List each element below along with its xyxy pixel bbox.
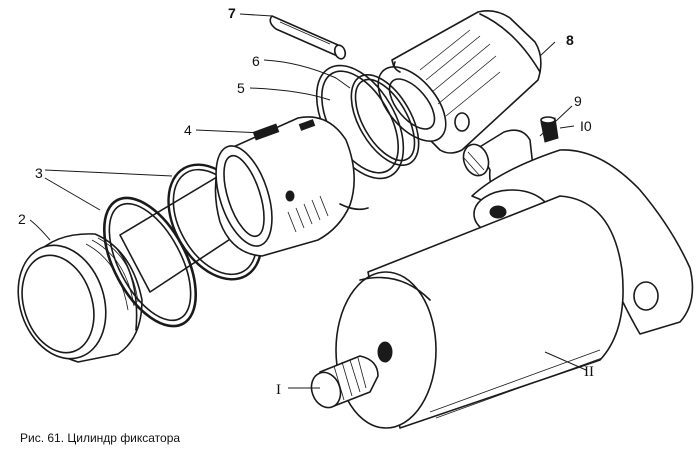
straight-fitting-part-1 — [310, 355, 379, 409]
callout-1: I — [276, 382, 281, 398]
leader-lines — [29, 13, 587, 389]
cylinder-body-part-11 — [335, 149, 694, 429]
callout-4: 4 — [184, 122, 192, 138]
plug-part-10 — [540, 116, 559, 143]
cap-part-8 — [377, 10, 542, 154]
callout-11: II — [584, 364, 594, 380]
callout-6: 6 — [252, 53, 260, 69]
callout-2: 2 — [18, 211, 26, 227]
pin-part-7 — [269, 15, 347, 60]
slotted-sleeve-part-4 — [214, 116, 369, 257]
callout-9: 9 — [574, 93, 582, 109]
callout-8: 8 — [566, 32, 574, 48]
callout-10: I0 — [580, 118, 592, 134]
figure-caption: Рис. 61. Цилиндр фиксатора — [20, 431, 181, 445]
ring-part-5 — [350, 73, 420, 167]
callout-3: 3 — [35, 165, 43, 181]
callout-5: 5 — [237, 80, 245, 96]
callout-7: 7 — [228, 5, 236, 21]
